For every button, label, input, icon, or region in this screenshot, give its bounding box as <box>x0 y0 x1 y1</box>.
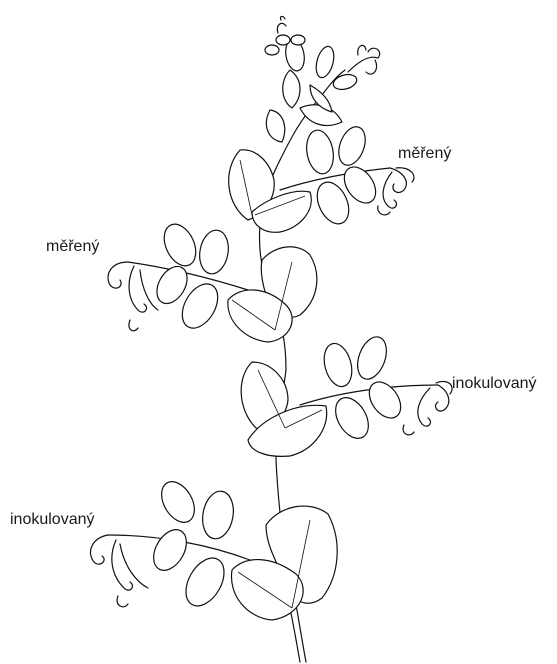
leaf-pair-middle-lower <box>241 333 452 456</box>
label-inoculated-upper: inokulovaný <box>452 376 537 392</box>
label-measured-upper: měřený <box>398 146 451 162</box>
top-shoot <box>265 16 380 91</box>
label-measured-lower: měřený <box>46 239 99 255</box>
leaf-pair-middle-upper <box>108 219 317 342</box>
label-inoculated-lower: inokulovaný <box>10 512 95 528</box>
upper-leaflets <box>266 70 342 142</box>
leaf-pair-upper <box>229 123 414 232</box>
leaf-pair-lower <box>90 476 337 620</box>
